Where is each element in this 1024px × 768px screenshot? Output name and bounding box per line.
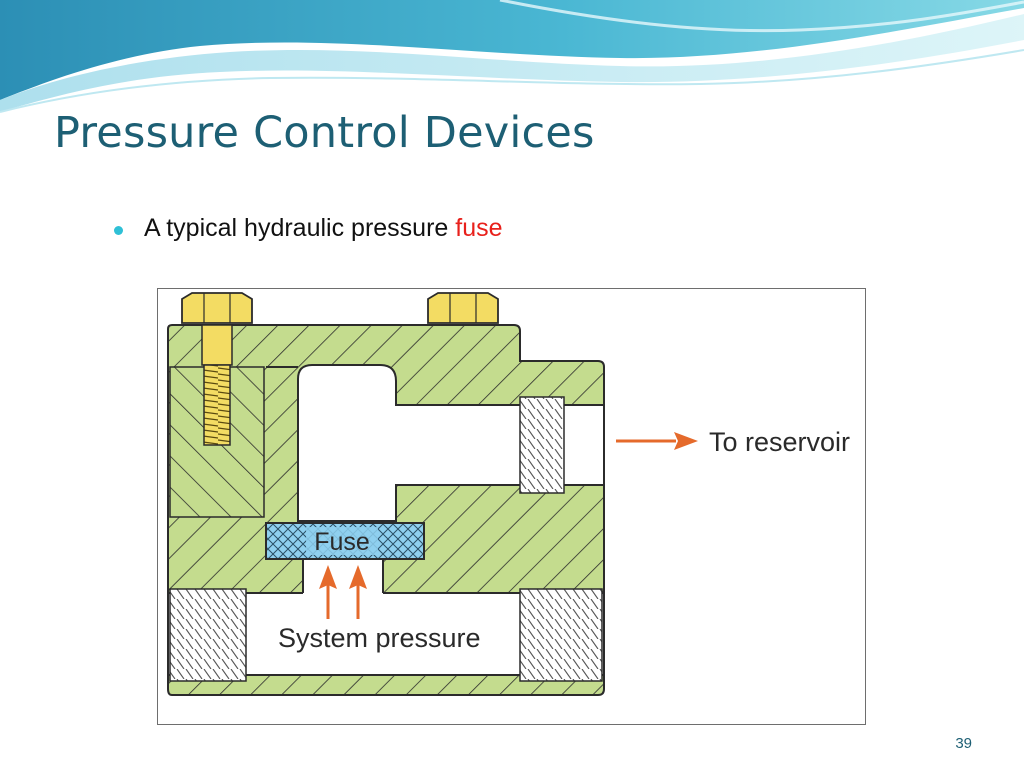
bullet-highlight-word: fuse bbox=[455, 214, 503, 242]
inlet-thread-left bbox=[169, 588, 247, 682]
to-reservoir-label: To reservoir bbox=[709, 427, 850, 457]
flow-arrows-system-pressure bbox=[319, 565, 367, 619]
slide-number: 39 bbox=[955, 735, 972, 752]
bullet-text: A typical hydraulic pressure fuse bbox=[144, 214, 503, 243]
outlet-thread bbox=[519, 396, 565, 494]
diagram-canvas: Fuse To reservoir System pressure bbox=[167, 292, 850, 696]
bullet-text-prefix: A typical hydraulic pressure bbox=[144, 214, 456, 242]
fuse-element: Fuse bbox=[265, 522, 425, 560]
header-wave-decoration bbox=[0, 0, 1024, 113]
bullet-dot-icon bbox=[114, 226, 123, 235]
flow-arrow-to-reservoir bbox=[616, 432, 698, 450]
slide-title: Pressure Control Devices bbox=[54, 108, 595, 158]
bolt-right bbox=[427, 292, 499, 324]
inlet-thread-right bbox=[519, 588, 603, 682]
system-pressure-label: System pressure bbox=[278, 623, 481, 653]
fuse-label: Fuse bbox=[314, 528, 370, 556]
bolt-left bbox=[181, 292, 253, 446]
hydraulic-fuse-diagram: Fuse To reservoir System pressure bbox=[157, 288, 866, 725]
